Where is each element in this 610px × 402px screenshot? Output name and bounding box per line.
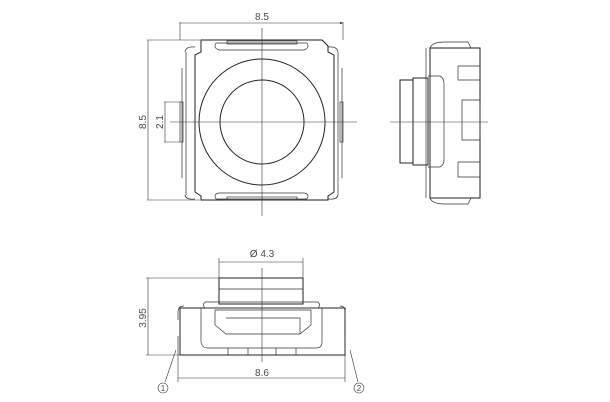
- width-dimension-label: 8.5: [255, 12, 269, 23]
- callout-1: 1: [161, 384, 166, 393]
- height-dimension-label: 8.5: [138, 115, 149, 129]
- diameter-dimension-label: Ø 4.3: [250, 249, 275, 260]
- front-view: Ø 4.3 3.95 8.6 1 2: [138, 249, 365, 394]
- side-view: [390, 41, 488, 205]
- top-view: 8.5 8.5 2.1: [138, 12, 357, 216]
- callout-2: 2: [357, 384, 362, 393]
- front-width-dimension-label: 8.6: [255, 368, 269, 379]
- front-height-dimension-label: 3.95: [138, 308, 149, 328]
- actuator-dimension-label: 2.1: [155, 115, 166, 129]
